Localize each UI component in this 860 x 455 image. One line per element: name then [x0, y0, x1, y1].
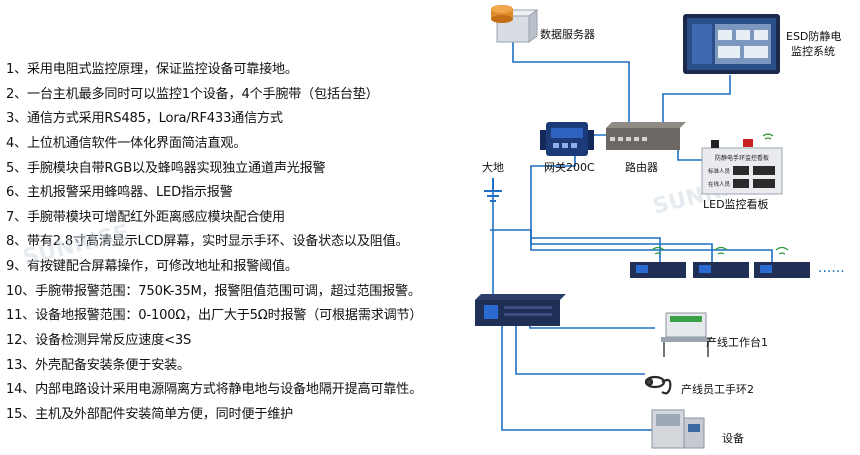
esd-monitor-icon — [683, 14, 780, 74]
feature-item: 2、一台主机最多同时可以监控1个设备，4个手腕带（包括台垫） — [6, 86, 379, 102]
led-board-row: 在线人员 — [708, 180, 731, 188]
wristband-label: 产线员工手环2 — [681, 382, 754, 396]
esd-system-label: 监控系统 — [791, 44, 835, 58]
wristband-icon — [644, 375, 672, 395]
equipment-label: 设备 — [722, 431, 744, 445]
connection-lines — [490, 42, 773, 431]
feature-item: 11、设备地报警范围：0-100Ω，出厂大于5Ω时报警（可根据需求调节） — [6, 308, 423, 324]
esd-system-label: ESD防静电 — [786, 29, 841, 43]
wireless-module-icon — [630, 246, 686, 278]
feature-item: 8、带有2.8寸高清显示LCD屏幕，实时显示手环、设备状态以及阻值。 — [6, 234, 409, 250]
more-modules-ellipsis: ······ — [818, 264, 845, 280]
feature-list: 1、采用电阻式监控原理，保证监控设备可靠接地。 2、一台主机最多同时可以监控1个… — [6, 58, 422, 428]
host-device-icon — [475, 294, 566, 326]
feature-item: 13、外壳配备安装条便于安装。 — [6, 357, 190, 373]
gateway-label: 网关200C — [544, 160, 595, 174]
gateway-icon — [540, 122, 594, 156]
feature-item: 9、有按键配合屏幕操作，可修改地址和报警阈值。 — [6, 259, 298, 275]
feature-item: 3、通信方式采用RS485，Lora/RF433通信方式 — [6, 111, 283, 127]
router-label: 路由器 — [625, 160, 658, 174]
feature-item: 7、手腕带模块可增配红外距离感应模块配合使用 — [6, 209, 285, 225]
feature-item: 6、主机报警采用蜂鸣器、LED指示报警 — [6, 185, 233, 201]
led-board-label: LED监控看板 — [703, 197, 769, 211]
feature-item: 1、采用电阻式监控原理，保证监控设备可靠接地。 — [6, 62, 298, 77]
wireless-module-icon — [754, 246, 810, 278]
data-server-label: 数据服务器 — [540, 27, 595, 41]
feature-item: 10、手腕带报警范围：750K-35M，报警阻值范围可调，超过范围报警。 — [6, 283, 421, 299]
ground-icon — [484, 178, 502, 202]
feature-item: 14、内部电路设计采用电源隔离方式将静电地与设备地隔开提高可靠性。 — [6, 382, 422, 398]
equipment-icon — [651, 409, 705, 449]
data-server-icon — [491, 5, 539, 43]
feature-item: 12、设备检测异常反应速度<3S — [6, 333, 192, 349]
feature-item: 4、上位机通信软件一体化界面简洁直观。 — [6, 135, 247, 151]
watermark-text: SUNRISE — [20, 220, 131, 270]
workbench-icon — [661, 312, 711, 357]
led-board-title: 防静电手环监控看板 — [715, 154, 769, 162]
feature-item: 15、主机及外部配件安装简单方便，同时便于维护 — [6, 406, 294, 422]
wireless-module-icon — [693, 246, 749, 278]
ground-label: 大地 — [482, 160, 504, 174]
feature-item: 5、手腕模块自带RGB以及蜂鸣器实现独立通道声光报警 — [6, 160, 326, 176]
led-board-icon: 防静电手环监控看板 标准人员 在线人员 — [701, 133, 783, 195]
router-icon — [606, 122, 686, 150]
led-board-row: 标准人员 — [708, 167, 731, 175]
workbench-label: 产线工作台1 — [706, 335, 768, 349]
